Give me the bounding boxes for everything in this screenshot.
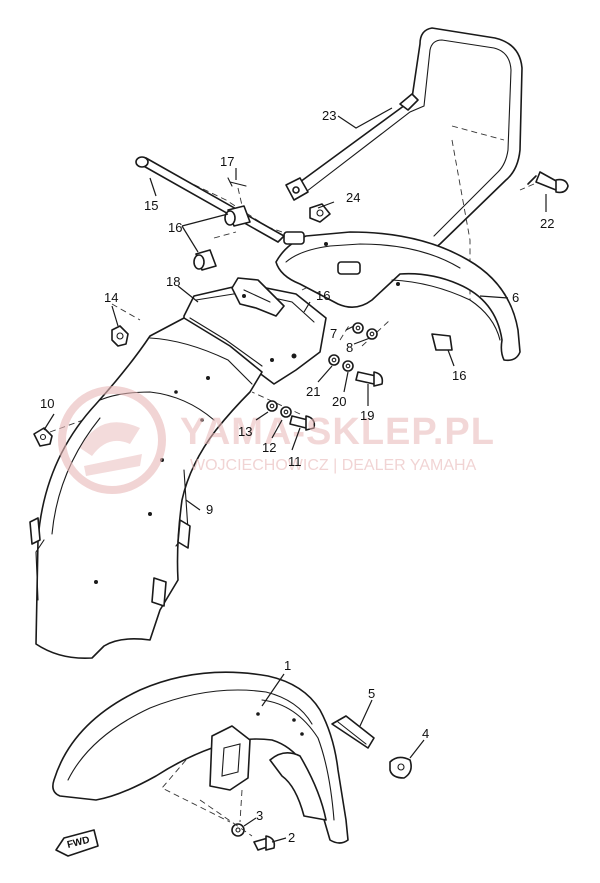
callout-21: 21 [306,384,320,399]
bolt-19-part [355,371,384,387]
callout-6: 6 [512,290,519,305]
washers-20-21-part [328,354,354,372]
callout-24: 24 [346,190,360,205]
callout-14: 14 [104,290,118,305]
callout-4: 4 [422,726,429,741]
nut-14-part [111,325,129,347]
callout-23: 23 [322,108,336,123]
callout-labels: 23 17 15 24 22 16 18 16 6 14 7 8 16 21 2… [40,108,554,845]
callout-12: 12 [262,440,276,455]
cotter-pin-part [227,177,247,187]
bolt-22-part [527,171,569,194]
callout-22: 22 [540,216,554,231]
watermark-title: YAMA-SKLEP.PL [180,411,495,453]
dealer-watermark: YAMA-SKLEP.PL WOJCIECHOWICZ | DEALER YAM… [58,386,495,494]
callout-17: 17 [220,154,234,169]
callout-13: 13 [238,424,252,439]
bolt-11-part [289,415,316,431]
front-fender-part [52,671,349,844]
rear-fender-part [29,317,263,660]
front-fender-stay-part [331,715,375,749]
callout-20: 20 [332,394,346,409]
callout-2: 2 [288,830,295,845]
callout-1: 1 [284,658,291,673]
alignment-lines-lower [161,759,253,837]
fwd-label: FWD [66,835,91,851]
nut-10-part [33,427,53,447]
washers-7-8-part [352,322,378,340]
watermark-subtitle: WOJCIECHOWICZ | DEALER YAMAHA [190,457,477,474]
callout-16a: 16 [168,220,182,235]
callout-8: 8 [346,340,353,355]
forward-direction-arrow: FWD [55,829,99,857]
callout-9: 9 [206,502,213,517]
nut-24-part [309,203,331,223]
callout-19: 19 [360,408,374,423]
callout-11: 11 [288,454,302,469]
callout-16b: 16 [316,288,330,303]
bolt-2-part [253,835,276,851]
callout-3: 3 [256,808,263,823]
rear-fender-stay-part [275,231,521,362]
callout-7: 7 [330,326,337,341]
grab-bar-part [285,27,523,262]
leader-lines [43,107,547,843]
callout-5: 5 [368,686,375,701]
grommet-4-part [389,756,412,779]
callout-10: 10 [40,396,54,411]
washers-12-13-part [266,400,292,418]
callout-16c: 16 [452,368,466,383]
callout-15: 15 [144,198,158,213]
callout-18: 18 [166,274,180,289]
